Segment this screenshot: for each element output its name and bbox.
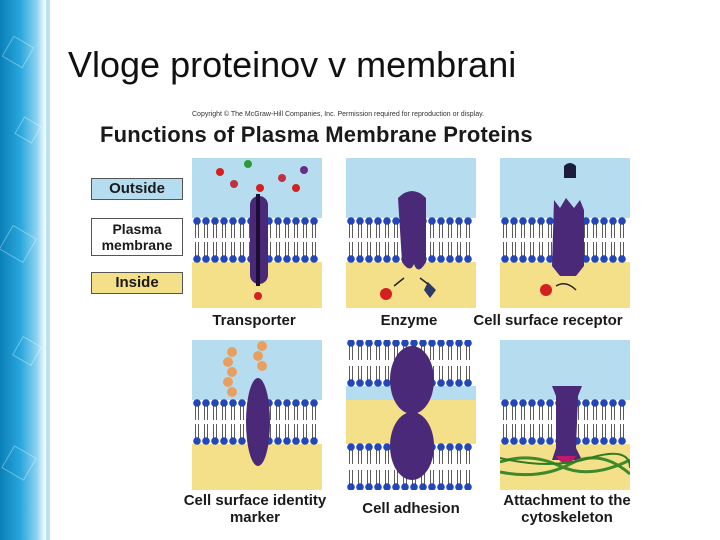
hexagon-decoration xyxy=(1,35,35,69)
cytoskeleton-illustration xyxy=(500,340,630,490)
hexagon-decoration xyxy=(0,224,38,264)
panel-cell-surface-receptor: Cell surface receptor xyxy=(473,158,630,329)
panel-label-identity-marker: Cell surface identity marker xyxy=(170,492,340,526)
panel-label-transporter: Transporter xyxy=(212,312,296,329)
legend-membrane-line1: Plasma xyxy=(112,221,162,237)
panel-cytoskeleton-attachment: Attachment to the cytoskeleton xyxy=(500,340,631,526)
legend-inside: Inside xyxy=(91,272,183,294)
identity-marker-illustration xyxy=(192,340,322,490)
slide-title: Vloge proteinov v membrani xyxy=(68,44,517,85)
cytoskeleton-label-line1: Attachment to the xyxy=(503,492,631,509)
panel-label-cell-adhesion: Cell adhesion xyxy=(362,500,460,517)
receptor-illustration xyxy=(500,158,630,308)
panel-enzyme: Enzyme xyxy=(346,158,476,329)
cytoskeleton-label-line2: cytoskeleton xyxy=(521,509,613,526)
panel-cell-adhesion: Cell adhesion xyxy=(346,340,476,517)
identity-marker-label-line1: Cell surface identity xyxy=(183,492,327,509)
panel-label-cell-surface-receptor: Cell surface receptor xyxy=(473,312,623,329)
sidebar-decoration xyxy=(0,0,46,540)
legend-plasma-membrane: Plasma membrane xyxy=(91,218,183,256)
cell-adhesion-illustration xyxy=(346,340,476,490)
enzyme-illustration xyxy=(346,158,476,308)
panel-identity-marker: Cell surface identity marker xyxy=(184,340,326,526)
copyright-notice: Copyright © The McGraw-Hill Companies, I… xyxy=(192,111,485,118)
panel-transporter: Transporter xyxy=(192,158,322,329)
legend-membrane-line2: membrane xyxy=(101,237,173,253)
sidebar-edge xyxy=(46,0,50,540)
transporter-illustration xyxy=(192,158,322,308)
hexagon-decoration xyxy=(1,445,37,481)
figure-title: Functions of Plasma Membrane Proteins xyxy=(100,122,533,147)
panel-label-enzyme: Enzyme xyxy=(380,312,438,329)
identity-marker-label-line2: marker xyxy=(229,509,281,526)
legend-outside: Outside xyxy=(91,178,183,200)
hexagon-decoration xyxy=(11,335,43,367)
panel-label-cytoskeleton: Attachment to the cytoskeleton xyxy=(482,492,652,526)
membrane-protein-figure: Copyright © The McGraw-Hill Companies, I… xyxy=(88,108,658,540)
hexagon-decoration xyxy=(14,116,42,144)
